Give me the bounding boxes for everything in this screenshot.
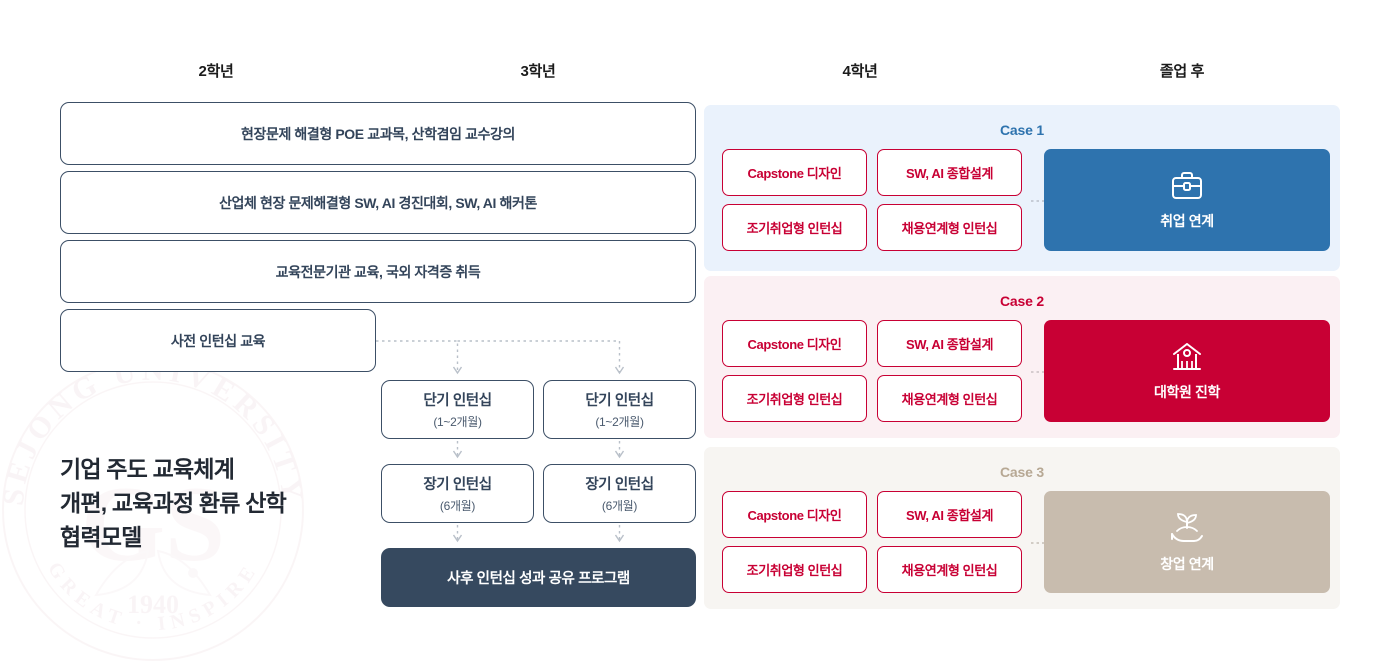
curriculum-box-pre-internship[interactable]: 사전 인턴십 교육 xyxy=(60,309,376,372)
curriculum-box-competition[interactable]: 산업체 현장 문제해결형 SW, AI 경진대회, SW, AI 해커톤 xyxy=(60,171,696,234)
case-panel-1: Case 1 Capstone 디자인 SW, AI 종합설계 조기취업형 인턴… xyxy=(704,105,1340,271)
case1-outcome-label: 취업 연계 xyxy=(1160,213,1214,229)
internship-box-short-1[interactable]: 단기 인턴십 (1~2개월) xyxy=(381,380,534,439)
column-header-year2: 2학년 xyxy=(198,63,234,80)
column-header-year3: 3학년 xyxy=(520,63,556,80)
internship-duration: (6개월) xyxy=(601,499,638,513)
briefcase-icon xyxy=(1172,172,1202,199)
case2-course-early-employment-internship[interactable]: 조기취업형 인턴십 xyxy=(722,375,867,422)
internship-box-long-1[interactable]: 장기 인턴십 (6개월) xyxy=(381,464,534,523)
case1-course-sw-ai-design[interactable]: SW, AI 종합설계 xyxy=(877,149,1022,196)
curriculum-box-poe[interactable]: 현장문제 해결형 POE 교과목, 산학겸임 교수강의 xyxy=(60,102,696,165)
column-header-after-graduation: 졸업 후 xyxy=(1159,63,1205,80)
case3-course-sw-ai-design[interactable]: SW, AI 종합설계 xyxy=(877,491,1022,538)
case1-course-hiring-linked-internship[interactable]: 채용연계형 인턴십 xyxy=(877,204,1022,251)
internship-box-short-2[interactable]: 단기 인턴십 (1~2개월) xyxy=(543,380,696,439)
case-label-2: Case 2 xyxy=(1000,293,1044,309)
case1-course-early-employment-internship[interactable]: 조기취업형 인턴십 xyxy=(722,204,867,251)
page-title: 기업 주도 교육체계 개편, 교육과정 환류 산학 협력모델 xyxy=(60,456,287,551)
internship-duration: (1~2개월) xyxy=(595,415,644,429)
school-building-icon xyxy=(1173,343,1201,370)
case2-course-sw-ai-design[interactable]: SW, AI 종합설계 xyxy=(877,320,1022,367)
svg-text:1940: 1940 xyxy=(127,590,179,619)
internship-title: 장기 인턴십 xyxy=(423,477,492,493)
internship-title: 단기 인턴십 xyxy=(585,393,654,409)
internship-title: 단기 인턴십 xyxy=(423,393,492,409)
case2-outcome-graduate-school[interactable]: 대학원 진학 xyxy=(1044,320,1330,422)
internship-box-long-2[interactable]: 장기 인턴십 (6개월) xyxy=(543,464,696,523)
internship-duration: (1~2개월) xyxy=(433,415,482,429)
case3-outcome-label: 창업 연계 xyxy=(1160,556,1214,572)
case2-outcome-label: 대학원 진학 xyxy=(1154,384,1220,400)
case2-course-capstone[interactable]: Capstone 디자인 xyxy=(722,320,867,367)
curriculum-box-certification[interactable]: 교육전문기관 교육, 국외 자격증 취득 xyxy=(60,240,696,303)
sprout-in-hand-icon xyxy=(1171,513,1203,542)
column-header-year4: 4학년 xyxy=(842,63,878,80)
case-panel-2: Case 2 Capstone 디자인 SW, AI 종합설계 조기취업형 인턴… xyxy=(704,276,1340,438)
case3-course-hiring-linked-internship[interactable]: 채용연계형 인턴십 xyxy=(877,546,1022,593)
case1-outcome-employment[interactable]: 취업 연계 xyxy=(1044,149,1330,251)
case3-outcome-startup[interactable]: 창업 연계 xyxy=(1044,491,1330,593)
case-panel-3: Case 3 Capstone 디자인 SW, AI 종합설계 조기취업형 인턴… xyxy=(704,447,1340,609)
case3-course-capstone[interactable]: Capstone 디자인 xyxy=(722,491,867,538)
case2-course-hiring-linked-internship[interactable]: 채용연계형 인턴십 xyxy=(877,375,1022,422)
svg-text:GREAT · INSPIRE: GREAT · INSPIRE xyxy=(43,558,263,635)
case-label-1: Case 1 xyxy=(1000,122,1044,138)
internship-title: 장기 인턴십 xyxy=(585,477,654,493)
case-label-3: Case 3 xyxy=(1000,464,1044,480)
case1-course-capstone[interactable]: Capstone 디자인 xyxy=(722,149,867,196)
internship-duration: (6개월) xyxy=(439,499,476,513)
case3-course-early-employment-internship[interactable]: 조기취업형 인턴십 xyxy=(722,546,867,593)
post-internship-program-box[interactable]: 사후 인턴십 성과 공유 프로그램 xyxy=(381,548,696,607)
